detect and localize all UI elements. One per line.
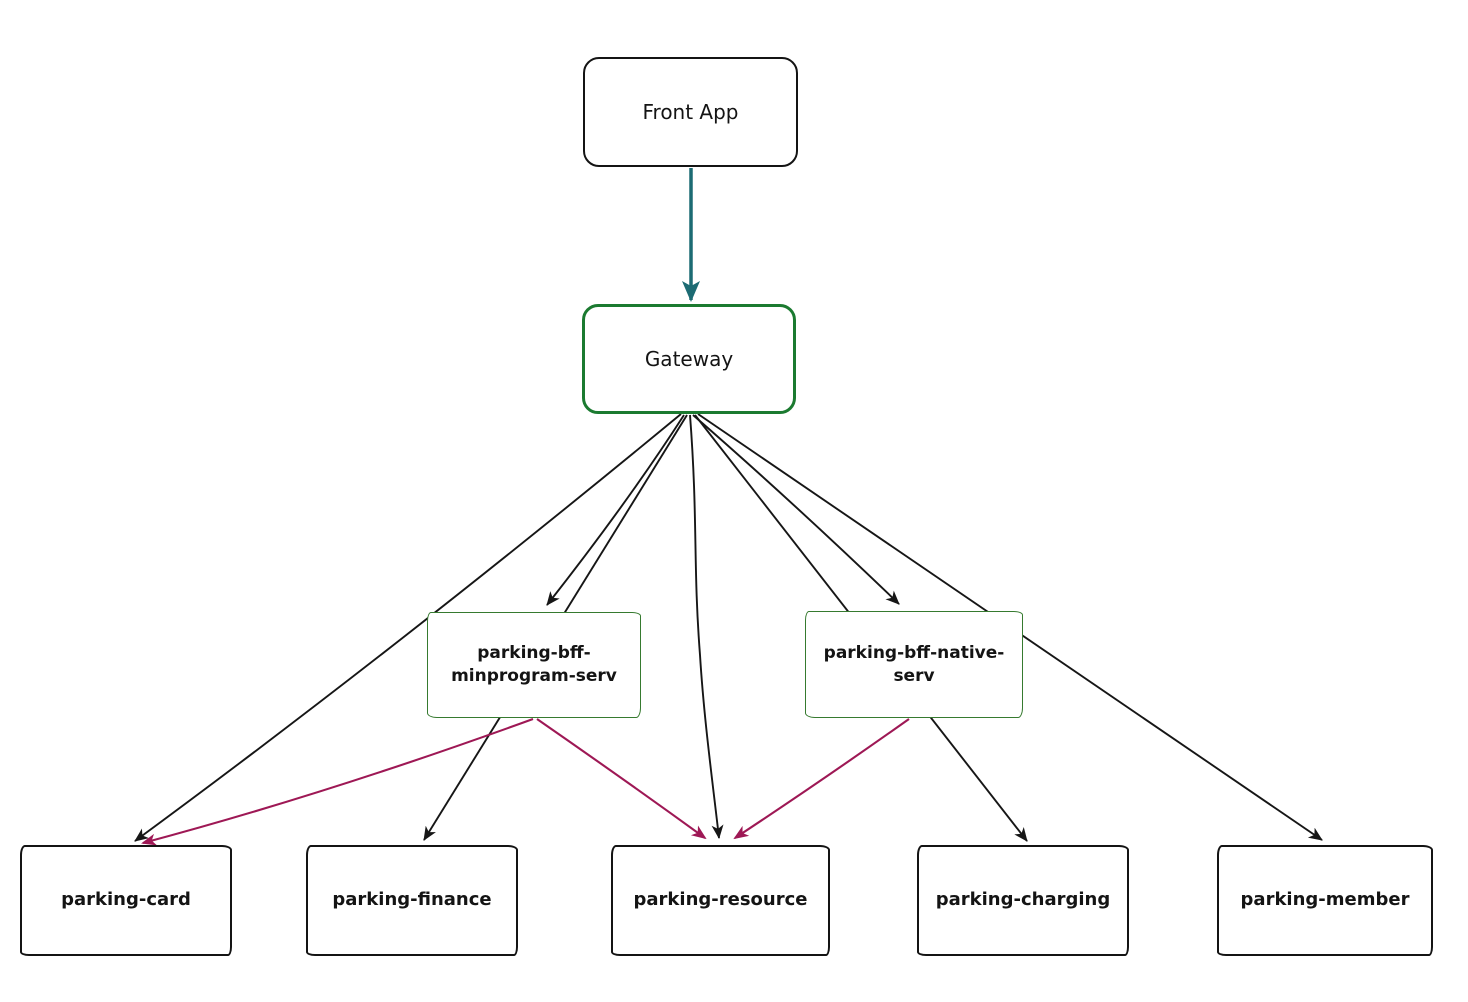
node-parking-member: parking-member — [1217, 845, 1433, 956]
node-parking-bff-minprogram-serv-label: parking-bff-minprogram-serv — [451, 643, 617, 686]
node-parking-card: parking-card — [20, 845, 232, 956]
edge-gateway-card — [134, 413, 682, 842]
node-parking-finance: parking-finance — [306, 845, 518, 956]
node-gateway: Gateway — [582, 304, 796, 414]
node-parking-resource: parking-resource — [611, 845, 830, 956]
edge-gateway-bff-minprogram — [546, 414, 685, 606]
node-parking-charging: parking-charging — [917, 845, 1129, 956]
node-parking-bff-native-serv-label: parking-bff-native-serv — [823, 642, 1005, 686]
edge-bff-native-resource — [733, 718, 910, 840]
node-parking-finance-label: parking-finance — [332, 889, 492, 911]
edge-gateway-bff-native — [692, 414, 900, 605]
node-parking-charging-label: parking-charging — [935, 889, 1111, 911]
node-parking-resource-label: parking-resource — [633, 889, 808, 911]
node-parking-bff-minprogram-serv: parking-bff-minprogram-serv — [427, 612, 641, 718]
edge-bff-minprogram-resource — [536, 718, 707, 840]
edge-gateway-resource — [689, 414, 724, 839]
node-front-app: Front App — [583, 57, 798, 167]
node-parking-card-label: parking-card — [61, 889, 191, 911]
node-front-app-label: Front App — [642, 99, 739, 124]
node-gateway-label: Gateway — [644, 346, 734, 371]
edge-bff-minprogram-card — [141, 718, 534, 846]
node-parking-member-label: parking-member — [1240, 889, 1410, 911]
node-parking-bff-native-serv: parking-bff-native-serv — [805, 611, 1023, 718]
